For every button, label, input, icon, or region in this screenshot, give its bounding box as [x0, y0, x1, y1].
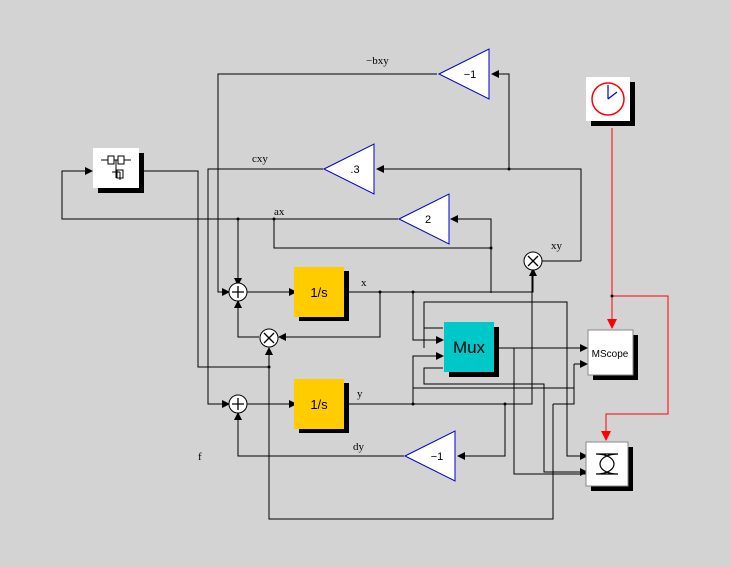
mscope-label: MScope: [592, 349, 629, 360]
signal-label-minus-bxy: −bxy: [366, 55, 389, 67]
signal-label-xy: xy: [551, 240, 563, 252]
wire-x-to-mult-xy: [413, 268, 537, 293]
integrator-x-label: 1/s: [310, 285, 328, 300]
wire-ax-to-quantizer: [61, 167, 238, 220]
clock-block[interactable]: [586, 77, 635, 126]
wire-xy-to-minus-bxy: [491, 70, 510, 169]
mux-block[interactable]: Mux: [444, 322, 499, 377]
sum-x[interactable]: [228, 282, 248, 302]
wire-quantizer-out: [141, 170, 269, 368]
wires: [61, 70, 669, 520]
wire-dy: [234, 412, 404, 457]
wire-scope-in-2: [513, 348, 587, 475]
wire-y-to-mux: [412, 352, 444, 404]
wire-scope-in-3b: [553, 364, 575, 405]
signal-label-f: f: [198, 451, 202, 463]
wire-y-out: [347, 270, 533, 405]
mscope-block[interactable]: MScope: [587, 329, 638, 380]
wire-x-feedback: [278, 292, 381, 341]
wire-x-to-ax: [450, 215, 492, 293]
signal-labels: −bxy cxy ax xy x y dy f: [198, 55, 563, 463]
integrator-y[interactable]: 1/s: [294, 379, 349, 433]
xy-scope-block[interactable]: [585, 441, 633, 491]
wire-mux-in-a: [423, 301, 588, 460]
wire-scope-in-4: [412, 387, 574, 404]
quantizer-block[interactable]: [93, 148, 144, 193]
product-feedback[interactable]: [259, 328, 279, 348]
integrator-x[interactable]: 1/s: [294, 267, 349, 321]
clock-icon: [591, 82, 625, 116]
wire-y-to-gain-dy: [457, 404, 506, 460]
wire-xy-to-cxy: [376, 165, 582, 261]
signal-label-dy: dy: [353, 441, 365, 453]
gain-cxy[interactable]: .3: [322, 143, 375, 195]
gain-ax-value: 2: [425, 214, 431, 226]
signal-label-ax: ax: [274, 206, 285, 218]
integrator-y-label: 1/s: [310, 397, 328, 412]
product-xy[interactable]: [523, 251, 543, 271]
gain-minus-bxy-value: −1: [464, 69, 477, 81]
junctions: [236, 167, 614, 406]
wire-x-out: [347, 291, 444, 344]
wire-mux-in-c: [423, 367, 588, 476]
signal-label-x: x: [361, 277, 367, 289]
gain-ax[interactable]: 2: [397, 193, 450, 245]
signal-label-y: y: [357, 388, 363, 400]
wire-minus-bxy: [217, 73, 437, 296]
wire-cxy: [207, 168, 323, 408]
wire-ax-line: [273, 219, 491, 249]
lissajous-icon: [595, 453, 619, 475]
signal-label-cxy: cxy: [252, 153, 268, 165]
wire-mult-to-sumx: [234, 300, 259, 338]
gain-minus-bxy[interactable]: −1: [437, 48, 490, 100]
gain-dy-value: −1: [431, 451, 444, 463]
gain-cxy-value: .3: [350, 164, 359, 176]
gain-dy[interactable]: −1: [403, 430, 456, 482]
wire-clock-to-xy: [601, 295, 669, 441]
sum-y[interactable]: [228, 394, 248, 414]
wire-y-to-mult-bottom: [268, 367, 554, 520]
mux-label: Mux: [453, 338, 486, 357]
quantizer-icon: [101, 155, 131, 180]
